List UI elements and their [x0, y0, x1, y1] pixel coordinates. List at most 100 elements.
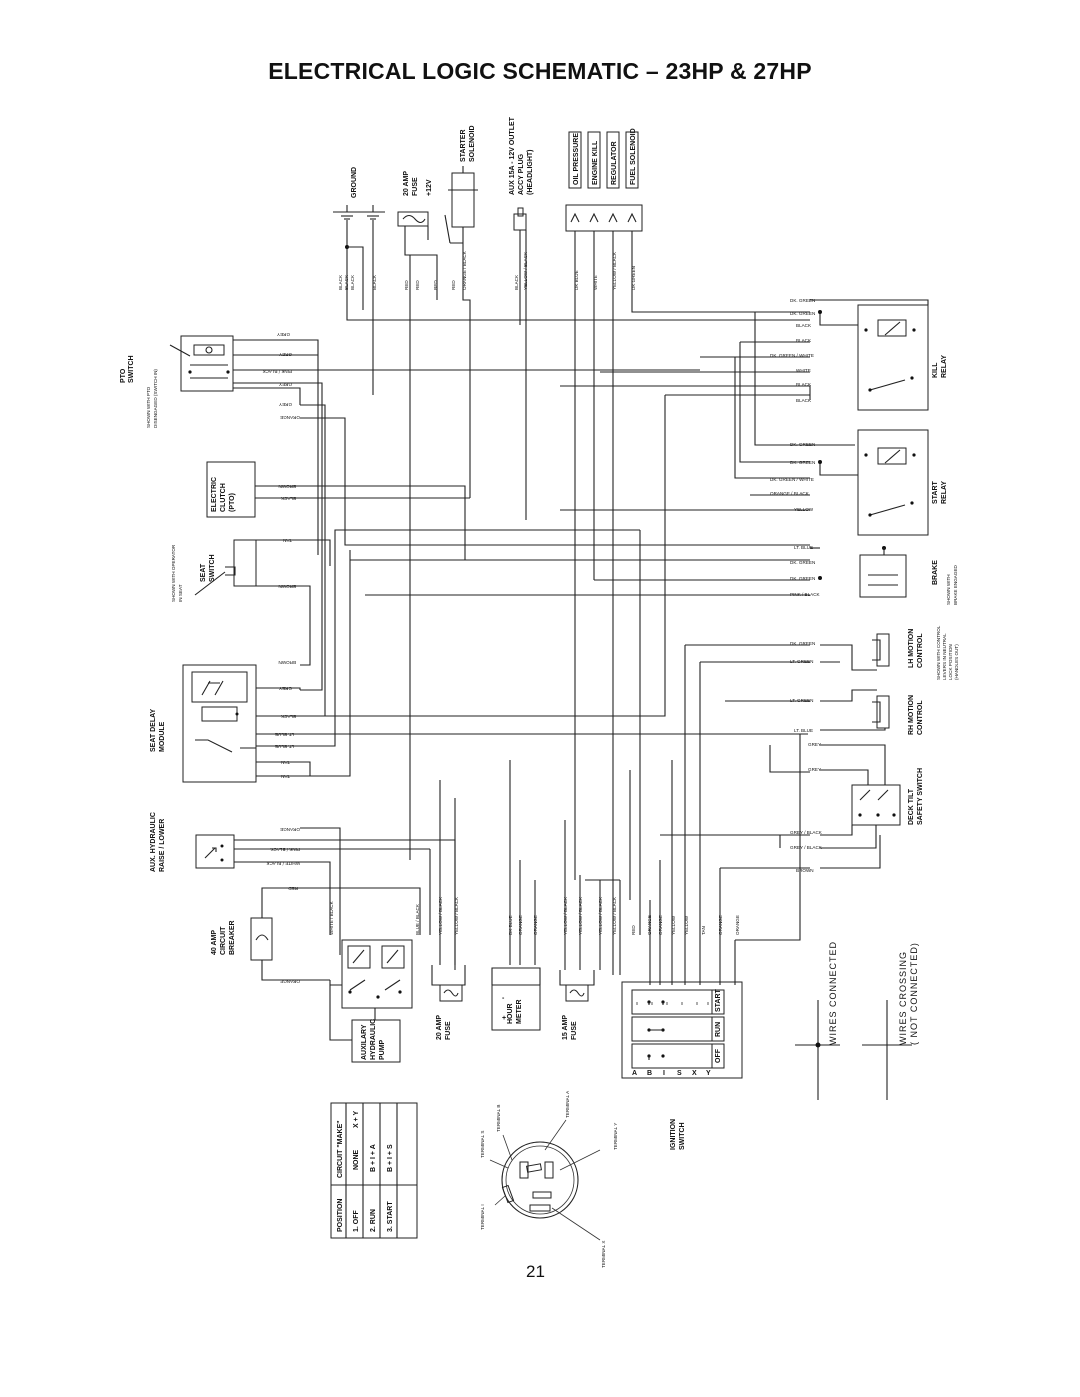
ign-off-label: OFF	[715, 1048, 722, 1063]
kill-label-1: KILL	[932, 362, 939, 378]
engine-connector	[565, 131, 643, 232]
svg-text:LT. BLUE: LT. BLUE	[794, 545, 813, 550]
seat-delay-module	[182, 664, 310, 783]
ign-start-label: START	[715, 988, 722, 1012]
hour-meter	[491, 967, 541, 1031]
legend-wires-crossing	[862, 1000, 912, 1100]
deck-label-1: DECK TILT	[908, 788, 915, 825]
svg-text:GREY: GREY	[277, 332, 290, 337]
svg-text:YELLOW: YELLOW	[684, 915, 689, 935]
hour-minus: -	[502, 995, 505, 1002]
ignition-label-2: SWITCH	[679, 1122, 686, 1150]
svg-text:PINK / BLACK: PINK / BLACK	[261, 369, 292, 374]
legend-crossing-text-2: ( NOT CONNECTED)	[909, 942, 919, 1045]
circuit-breaker	[250, 887, 330, 981]
svg-text:DK. GREEN: DK. GREEN	[790, 311, 815, 316]
svg-text:YELLOW / BLACK: YELLOW / BLACK	[578, 896, 583, 935]
svg-text:BROWN: BROWN	[278, 584, 296, 589]
terminal-s-label: TERMINAL S	[480, 1131, 485, 1158]
svg-text:ORANGE: ORANGE	[280, 827, 300, 832]
svg-text:ORANGE / BLACK: ORANGE / BLACK	[462, 250, 467, 290]
delay-label-2: MODULE	[159, 721, 166, 752]
svg-text:ORANGE: ORANGE	[735, 915, 740, 935]
ignition-block	[621, 981, 743, 1079]
svg-text:BLUE / BLACK: BLUE / BLACK	[415, 903, 420, 935]
svg-text:BLACK: BLACK	[338, 274, 343, 290]
svg-text:RED: RED	[433, 280, 438, 290]
seat-label-1: SEAT	[200, 563, 207, 582]
svg-text:GREY: GREY	[808, 742, 821, 747]
page-number: 21	[526, 1262, 545, 1281]
starter-label-2: SOLENOID	[469, 125, 476, 162]
svg-text:DK. GREEN / WHITE: DK. GREEN / WHITE	[770, 477, 814, 482]
pto-switch	[169, 335, 301, 405]
pto-label-1: PTO	[120, 368, 127, 383]
brake-switch	[818, 546, 907, 598]
svg-text:GREY: GREY	[279, 402, 292, 407]
clutch-label-2: CLUTCH	[220, 483, 227, 512]
svg-text:LT. BLUE: LT. BLUE	[275, 732, 294, 737]
aux-hyd-label-1: AUX. HYDRAULIC	[150, 812, 157, 872]
ign-letter-b: B	[647, 1070, 652, 1077]
svg-text:YELLOW: YELLOW	[671, 915, 676, 935]
fuse-15-bottom	[559, 970, 595, 1002]
table-header-position: POSITION	[337, 1199, 344, 1232]
motion-note-3: LOCK POSITION	[948, 644, 953, 680]
svg-text:BROWN: BROWN	[796, 868, 814, 873]
table-row-1-position: 1. OFF	[353, 1209, 360, 1232]
svg-text:WHITE: WHITE	[593, 275, 598, 290]
svg-text:TAN: TAN	[283, 538, 292, 543]
svg-text:LT. BLUE: LT. BLUE	[794, 728, 813, 733]
pto-note-2: DISENGAGED (SWITCH IN)	[153, 369, 158, 428]
breaker-label-3: BREAKER	[229, 920, 236, 955]
brake-note-2: BRAKE ENGAGED	[953, 564, 958, 605]
terminal-b-label: TERMINAL B	[496, 1105, 501, 1132]
aux-outlet-symbol	[513, 207, 527, 231]
fuel-solenoid-label: FUEL SOLENOID	[630, 128, 637, 185]
kill-relay	[810, 299, 929, 411]
deck-tilt-switch	[820, 744, 901, 869]
pump-label-3: PUMP	[379, 1039, 386, 1060]
ign-letter-y: Y	[706, 1070, 711, 1077]
motion-note-2: LEVERS IN NEUTRAL	[942, 633, 947, 680]
svg-text:ORANGE: ORANGE	[718, 915, 723, 935]
table-header-make: CIRCUIT "MAKE"	[337, 1120, 344, 1178]
svg-text:TAN: TAN	[281, 774, 290, 779]
ign-letter-i: I	[663, 1070, 665, 1077]
svg-text:ORANGE: ORANGE	[518, 915, 523, 935]
lh-label-1: LH MOTION	[908, 629, 915, 668]
svg-text:BLACK: BLACK	[796, 382, 812, 387]
brake-label: BRAKE	[932, 560, 939, 585]
table-row-2-position: 2. RUN	[370, 1209, 377, 1232]
svg-text:RED: RED	[404, 280, 409, 290]
seat-label-2: SWITCH	[209, 554, 216, 582]
ground-symbols	[333, 205, 385, 220]
deck-label-2: SAFETY SWITCH	[917, 768, 924, 825]
svg-text:TAN: TAN	[701, 926, 706, 935]
svg-text:WHITE / BLACK: WHITE / BLACK	[265, 861, 300, 866]
svg-text:YELLOW / BLACK: YELLOW / BLACK	[612, 251, 617, 290]
svg-text:ORANGE / BLACK: ORANGE / BLACK	[770, 491, 810, 496]
fuse-15-label-1: 15 AMP	[562, 1015, 569, 1040]
left-wire-labels: GREY GREY PINK / BLACK GREY GREY ORANGE …	[261, 332, 300, 984]
regulator-label: REGULATOR	[611, 141, 618, 185]
motion-note-1: SHOWN WITH CONTROL	[936, 625, 941, 680]
svg-text:YELLOW / BLACK: YELLOW / BLACK	[454, 896, 459, 935]
hour-label-2: METER	[516, 1000, 523, 1025]
aux-outlet-label-3: (HEADLIGHT)	[527, 150, 534, 196]
svg-text:TAN: TAN	[281, 760, 290, 765]
svg-text:DK. GREEN / WHITE: DK. GREEN / WHITE	[770, 353, 814, 358]
top-vertical-wires	[345, 214, 810, 975]
table-row-2-make-1: B + I + A	[370, 1144, 377, 1172]
lh-motion-switch	[820, 633, 890, 671]
right-wire-labels: DK. GREEN DK. GREEN BLACK BLACK DK. GREE…	[770, 298, 823, 873]
terminal-x-label: TERMINAL X	[601, 1241, 606, 1268]
pump-relay	[329, 939, 413, 1063]
table-row-1-make-2: X + Y	[353, 1110, 360, 1128]
svg-text:YELLOW / BLACK: YELLOW / BLACK	[598, 896, 603, 935]
plus-12v-label: +12V	[426, 179, 433, 196]
left-horizontal-wires	[270, 339, 810, 970]
start-label-1: START	[932, 480, 939, 504]
starter-solenoid-symbol	[448, 166, 478, 228]
